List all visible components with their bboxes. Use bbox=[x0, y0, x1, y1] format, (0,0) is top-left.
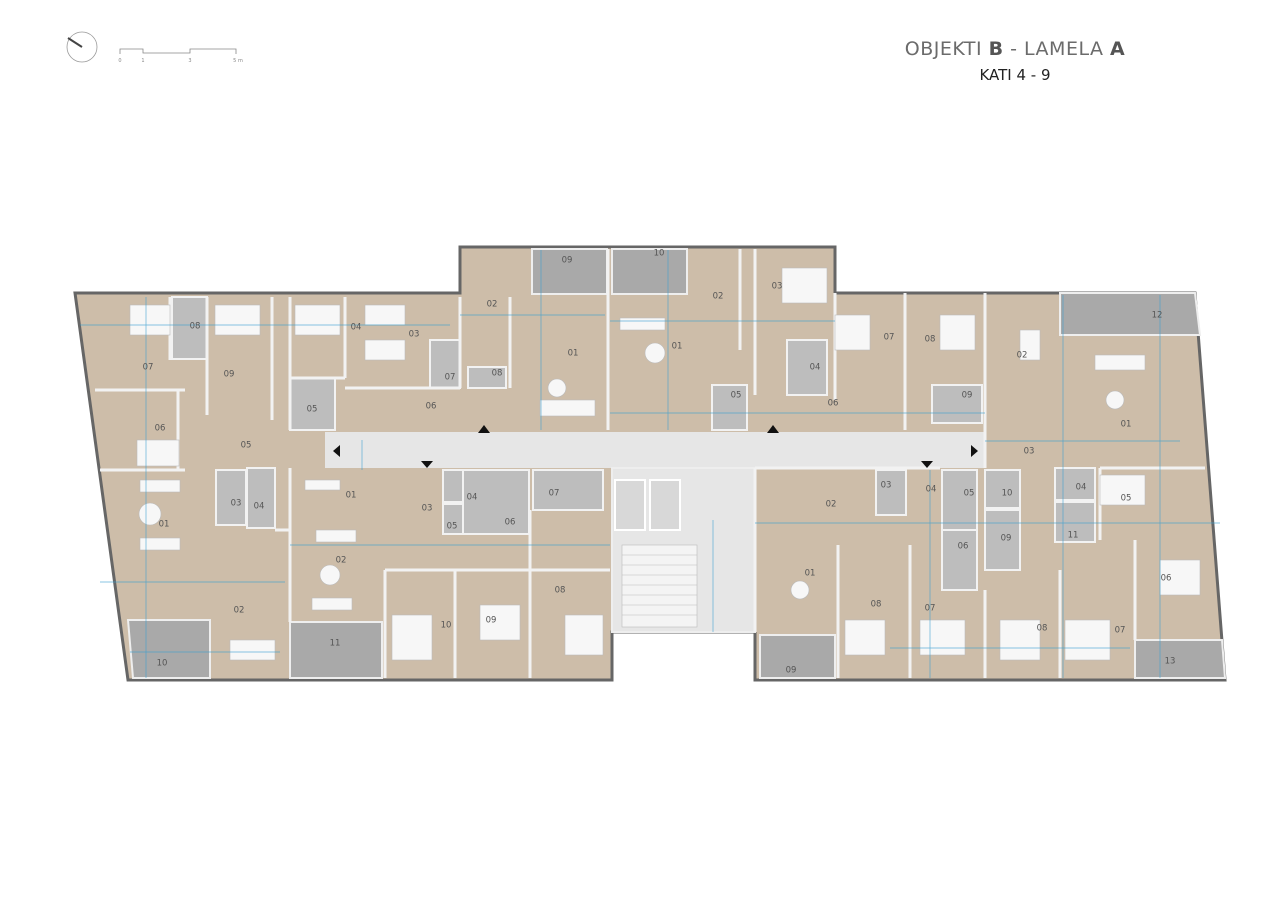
room-labels: 07 08 09 04 03 07 08 02 01 05 06 06 05 09 10 02 03 01 05 04… bbox=[143, 249, 1176, 676]
room-label: 06 bbox=[958, 542, 969, 552]
room-label: 05 bbox=[964, 489, 975, 499]
room-label: 07 bbox=[549, 489, 560, 499]
room-label: 03 bbox=[231, 499, 242, 509]
room-label: 05 bbox=[1121, 494, 1132, 504]
arrow-down-icon bbox=[421, 461, 433, 468]
scale-tick: 5 m bbox=[233, 58, 243, 64]
corridor bbox=[325, 432, 985, 633]
room-label: 08 bbox=[1037, 624, 1048, 634]
room-label: 11 bbox=[330, 639, 341, 649]
room-label: 06 bbox=[828, 399, 839, 409]
room-label: 06 bbox=[155, 424, 166, 434]
room-label: 02 bbox=[234, 606, 245, 616]
room-label: 12 bbox=[1152, 311, 1163, 321]
room-label: 03 bbox=[881, 481, 892, 491]
room-label: 09 bbox=[224, 370, 235, 380]
arrow-up-icon bbox=[478, 425, 490, 433]
room-label: 09 bbox=[962, 391, 973, 401]
room-label: 05 bbox=[307, 405, 318, 415]
room-label: 04 bbox=[467, 493, 478, 503]
room-label: 10 bbox=[441, 621, 452, 631]
room-label: 10 bbox=[654, 249, 665, 259]
room-label: 03 bbox=[1024, 447, 1035, 457]
room-label: 01 bbox=[568, 349, 579, 359]
room-label: 04 bbox=[926, 485, 937, 495]
elevator-icon bbox=[649, 479, 681, 531]
title-building: B bbox=[988, 38, 1004, 60]
room-label: 08 bbox=[492, 369, 503, 379]
room-label: 06 bbox=[426, 402, 437, 412]
room-label: 01 bbox=[346, 491, 357, 501]
room-label: 10 bbox=[157, 659, 168, 669]
room-label: 05 bbox=[447, 522, 458, 532]
room-label: 09 bbox=[1001, 534, 1012, 544]
room-label: 04 bbox=[1076, 483, 1087, 493]
scale-tick: 0 bbox=[118, 58, 121, 64]
arrow-up-icon bbox=[767, 425, 779, 433]
room-label: 01 bbox=[159, 520, 170, 530]
furniture bbox=[129, 267, 1201, 661]
room-label: 07 bbox=[1115, 626, 1126, 636]
room-label: 02 bbox=[826, 500, 837, 510]
entrance-arrows bbox=[333, 425, 978, 468]
title-text: - LAMELA bbox=[1003, 38, 1111, 60]
room-label: 04 bbox=[254, 502, 265, 512]
elevator-icon bbox=[614, 479, 646, 531]
room-label: 08 bbox=[190, 322, 201, 332]
room-label: 10 bbox=[1002, 489, 1013, 499]
balconies bbox=[126, 248, 1227, 679]
room-label: 01 bbox=[805, 569, 816, 579]
room-label: 07 bbox=[884, 333, 895, 343]
room-label: 06 bbox=[505, 518, 516, 528]
room-label: 02 bbox=[713, 292, 724, 302]
room-label: 02 bbox=[336, 556, 347, 566]
room-label: 09 bbox=[486, 616, 497, 626]
title-lamela: A bbox=[1110, 38, 1126, 60]
room-label: 05 bbox=[241, 441, 252, 451]
room-label: 03 bbox=[772, 282, 783, 292]
arrow-down-icon bbox=[921, 461, 933, 468]
room-label: 04 bbox=[810, 363, 821, 373]
room-label: 07 bbox=[925, 604, 936, 614]
room-label: 06 bbox=[1161, 574, 1172, 584]
scale-bar: 0 1 3 5 m bbox=[118, 48, 243, 64]
interior-walls bbox=[95, 249, 1205, 678]
arrow-right-icon bbox=[971, 445, 978, 457]
room-label: 07 bbox=[143, 363, 154, 373]
dimension-lines bbox=[80, 250, 1220, 678]
north-arrow-icon bbox=[66, 31, 98, 63]
room-label: 01 bbox=[672, 342, 683, 352]
room-label: 04 bbox=[351, 323, 362, 333]
scale-tick: 3 bbox=[188, 58, 191, 64]
stairs-icon bbox=[621, 544, 698, 628]
room-label: 05 bbox=[731, 391, 742, 401]
room-label: 08 bbox=[871, 600, 882, 610]
scale-tick: 1 bbox=[141, 58, 144, 64]
room-label: 09 bbox=[786, 666, 797, 676]
room-label: 03 bbox=[422, 504, 433, 514]
room-label: 01 bbox=[1121, 420, 1132, 430]
room-label: 09 bbox=[562, 256, 573, 266]
room-label: 02 bbox=[1017, 351, 1028, 361]
room-label: 08 bbox=[925, 335, 936, 345]
room-label: 07 bbox=[445, 373, 456, 383]
room-label: 11 bbox=[1068, 531, 1079, 541]
title-text: OBJEKTI bbox=[904, 38, 989, 60]
floors-subtitle: KATI 4 - 9 bbox=[979, 66, 1051, 84]
room-label: 13 bbox=[1165, 657, 1176, 667]
room-label: 03 bbox=[409, 330, 420, 340]
arrow-left-icon bbox=[333, 445, 340, 457]
room-label: 08 bbox=[555, 586, 566, 596]
room-label: 02 bbox=[487, 300, 498, 310]
wet-rooms bbox=[171, 296, 1096, 591]
plan-title: OBJEKTI B - LAMELA A bbox=[880, 38, 1150, 60]
